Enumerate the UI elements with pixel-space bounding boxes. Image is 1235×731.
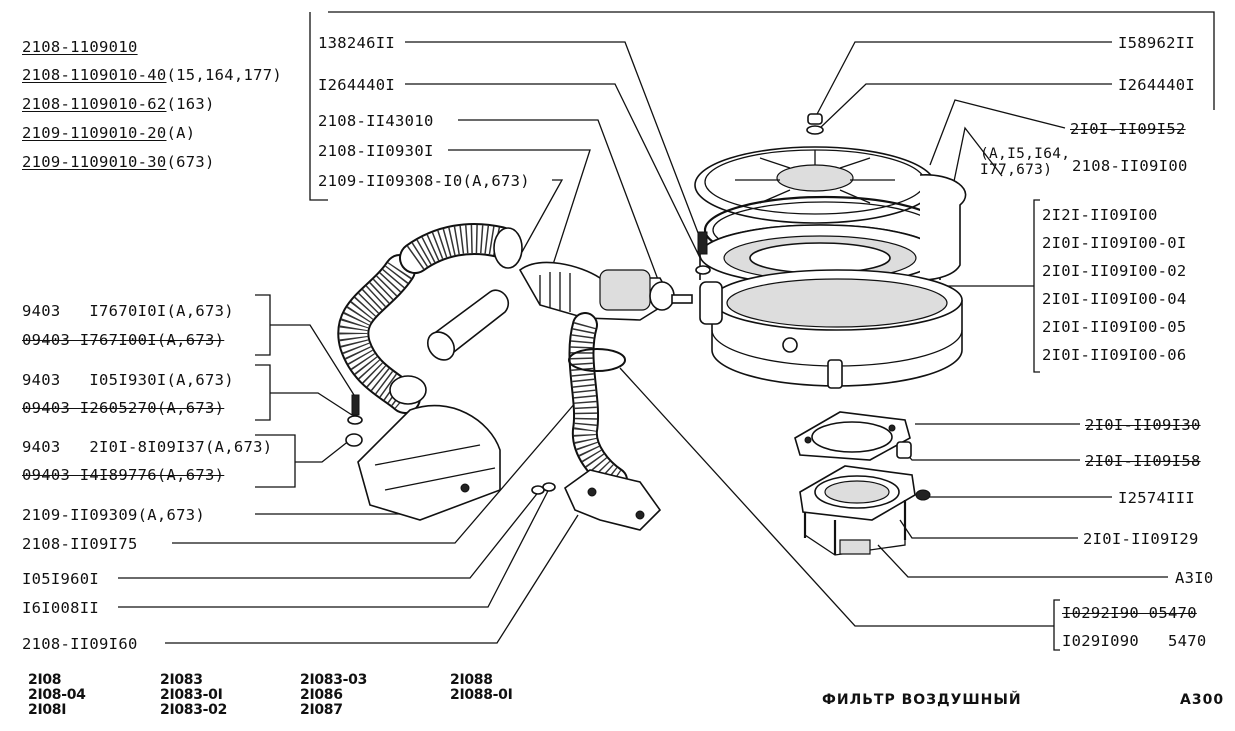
footer-model: 2I08I	[28, 702, 67, 718]
left-bracket-1	[255, 294, 271, 356]
leader-2I0I-II09I58	[904, 451, 1080, 461]
footer-model-col: 2I083-03 2I086 2I087	[300, 673, 367, 718]
top-frame-line	[328, 11, 1215, 110]
part-label: 2I0I-II09I00-0I	[1042, 234, 1187, 252]
part-label: 2108-II09I00	[1072, 157, 1188, 175]
footer-model: 2I083	[160, 672, 203, 688]
leader-2I0I-II09I29	[899, 519, 1078, 539]
leader-2I0I-II09I52	[929, 99, 1066, 166]
diagram-title: ФИЛЬТР ВОЗДУШНЫЙ	[822, 692, 1022, 708]
footer-model: 2I083-0I	[160, 687, 223, 703]
footer-model: 2I087	[300, 702, 343, 718]
part-label: I029I090 5470	[1062, 632, 1207, 650]
part-label: I58962II	[1118, 34, 1196, 52]
part-label: 09403 I767I00I(A,673)	[22, 331, 225, 349]
footer-model: 2I088-0I	[450, 687, 513, 703]
part-note: (A,I5,I64, I77,673)	[980, 146, 1071, 178]
leader-group-3	[295, 439, 351, 463]
part-label: I264440I	[1118, 76, 1196, 94]
part-label: I05I960I	[22, 570, 100, 588]
small-nut	[915, 489, 931, 501]
leader-2108-II09I75	[172, 394, 583, 544]
footer-model-col: 2I088 2I088-0I	[450, 673, 513, 703]
part-label: I2574III	[1118, 489, 1196, 507]
part-label: I264440I	[318, 76, 396, 94]
part-label: 2108-II09I75	[22, 535, 138, 553]
part-label: 2I0I-II09I00-02	[1042, 262, 1187, 280]
footer-model: 2I083-03	[300, 672, 368, 688]
part-label: 09403 I4I89776(A,673)	[22, 466, 225, 484]
part-label: I0292I90 05470	[1062, 604, 1197, 622]
nut-part	[807, 113, 823, 125]
part-label: 2I0I-II09I52	[1070, 120, 1186, 138]
leader-I58962II	[814, 41, 1112, 119]
nut-left	[345, 433, 363, 447]
footer-model: 2I08	[28, 672, 62, 688]
part-label: 9403 2I0I-8I09I37(A,673)	[22, 438, 273, 456]
top-left-box-bracket	[309, 12, 328, 201]
part-label: 2108-II43010	[318, 112, 434, 130]
part-label: 9403 I05I930I(A,673)	[22, 371, 234, 389]
leader-I6I008II	[118, 486, 551, 608]
left-bracket-3	[255, 434, 296, 488]
variant-item: 2109-1109010-30(673)	[22, 153, 215, 171]
variant-item: 2108-1109010-62(163)	[22, 95, 215, 113]
leader-group-1	[270, 324, 355, 396]
left-bracket-2	[255, 364, 271, 421]
filter-element-variant	[919, 174, 967, 281]
leader-2108-II43010	[458, 119, 661, 286]
part-label: 2109-II09308-I0(A,673)	[318, 172, 530, 190]
part-label: 2I0I-II09I00-04	[1042, 290, 1187, 308]
leader-A3I0	[877, 544, 1168, 578]
bolt-part	[351, 394, 360, 416]
leader-I264440I-right	[819, 83, 1112, 129]
part-label: 2I0I-II09I00-05	[1042, 318, 1187, 336]
part-label: 2I0I-II09I30	[1085, 416, 1201, 434]
right-bottom-bracket	[1053, 599, 1060, 651]
leader-2109-II09308	[521, 179, 564, 253]
part-label: 2I0I-II09I29	[1083, 530, 1199, 548]
part-label: 2I0I-II09I00-06	[1042, 346, 1187, 364]
sleeve-part	[896, 441, 912, 459]
leader-bottom-clamp	[619, 367, 1054, 627]
footer-model-col: 2I08 2I08-04 2I08I	[28, 673, 86, 718]
part-label: 9403 I7670I0I(A,673)	[22, 302, 234, 320]
part-label: 09403 I2605270(A,673)	[22, 399, 225, 417]
bolt-upper	[697, 231, 708, 255]
page-code: A300	[1180, 692, 1225, 708]
leader-group-2	[270, 392, 353, 416]
leader-I05I960I	[118, 489, 541, 579]
footer-model-col: 2I083 2I083-0I 2I083-02	[160, 673, 227, 718]
right-group-bracket	[1033, 199, 1040, 373]
heat-shroud	[564, 469, 662, 531]
leader-138246II	[405, 41, 701, 239]
leader-2108-II09I60	[165, 514, 579, 644]
part-label: 138246II	[318, 34, 396, 52]
footer-model: 2I086	[300, 687, 343, 703]
part-label: 2108-II09I60	[22, 635, 138, 653]
footer-model: 2I088	[450, 672, 493, 688]
part-label: 2109-II09309(A,673)	[22, 506, 206, 524]
part-label: 2108-II0930I	[318, 142, 434, 160]
intake-duct	[357, 404, 501, 521]
part-label: I6I008II	[22, 599, 100, 617]
variant-item: 2108-1109010	[22, 38, 138, 56]
leader-2108-II0930I	[448, 149, 591, 281]
part-label: A3I0	[1175, 569, 1214, 587]
part-label: 2I0I-II09I58	[1085, 452, 1201, 470]
variant-item: 2108-1109010-40(15,164,177)	[22, 66, 283, 84]
leader-I264440I-left	[405, 83, 706, 269]
variant-item: 2109-1109010-20(A)	[22, 124, 196, 142]
washer-part	[806, 125, 824, 135]
hose-end-cap	[493, 227, 523, 269]
footer-model: 2I083-02	[160, 702, 228, 718]
part-label: 2I2I-II09I00	[1042, 206, 1158, 224]
footer-model: 2I08-04	[28, 687, 86, 703]
